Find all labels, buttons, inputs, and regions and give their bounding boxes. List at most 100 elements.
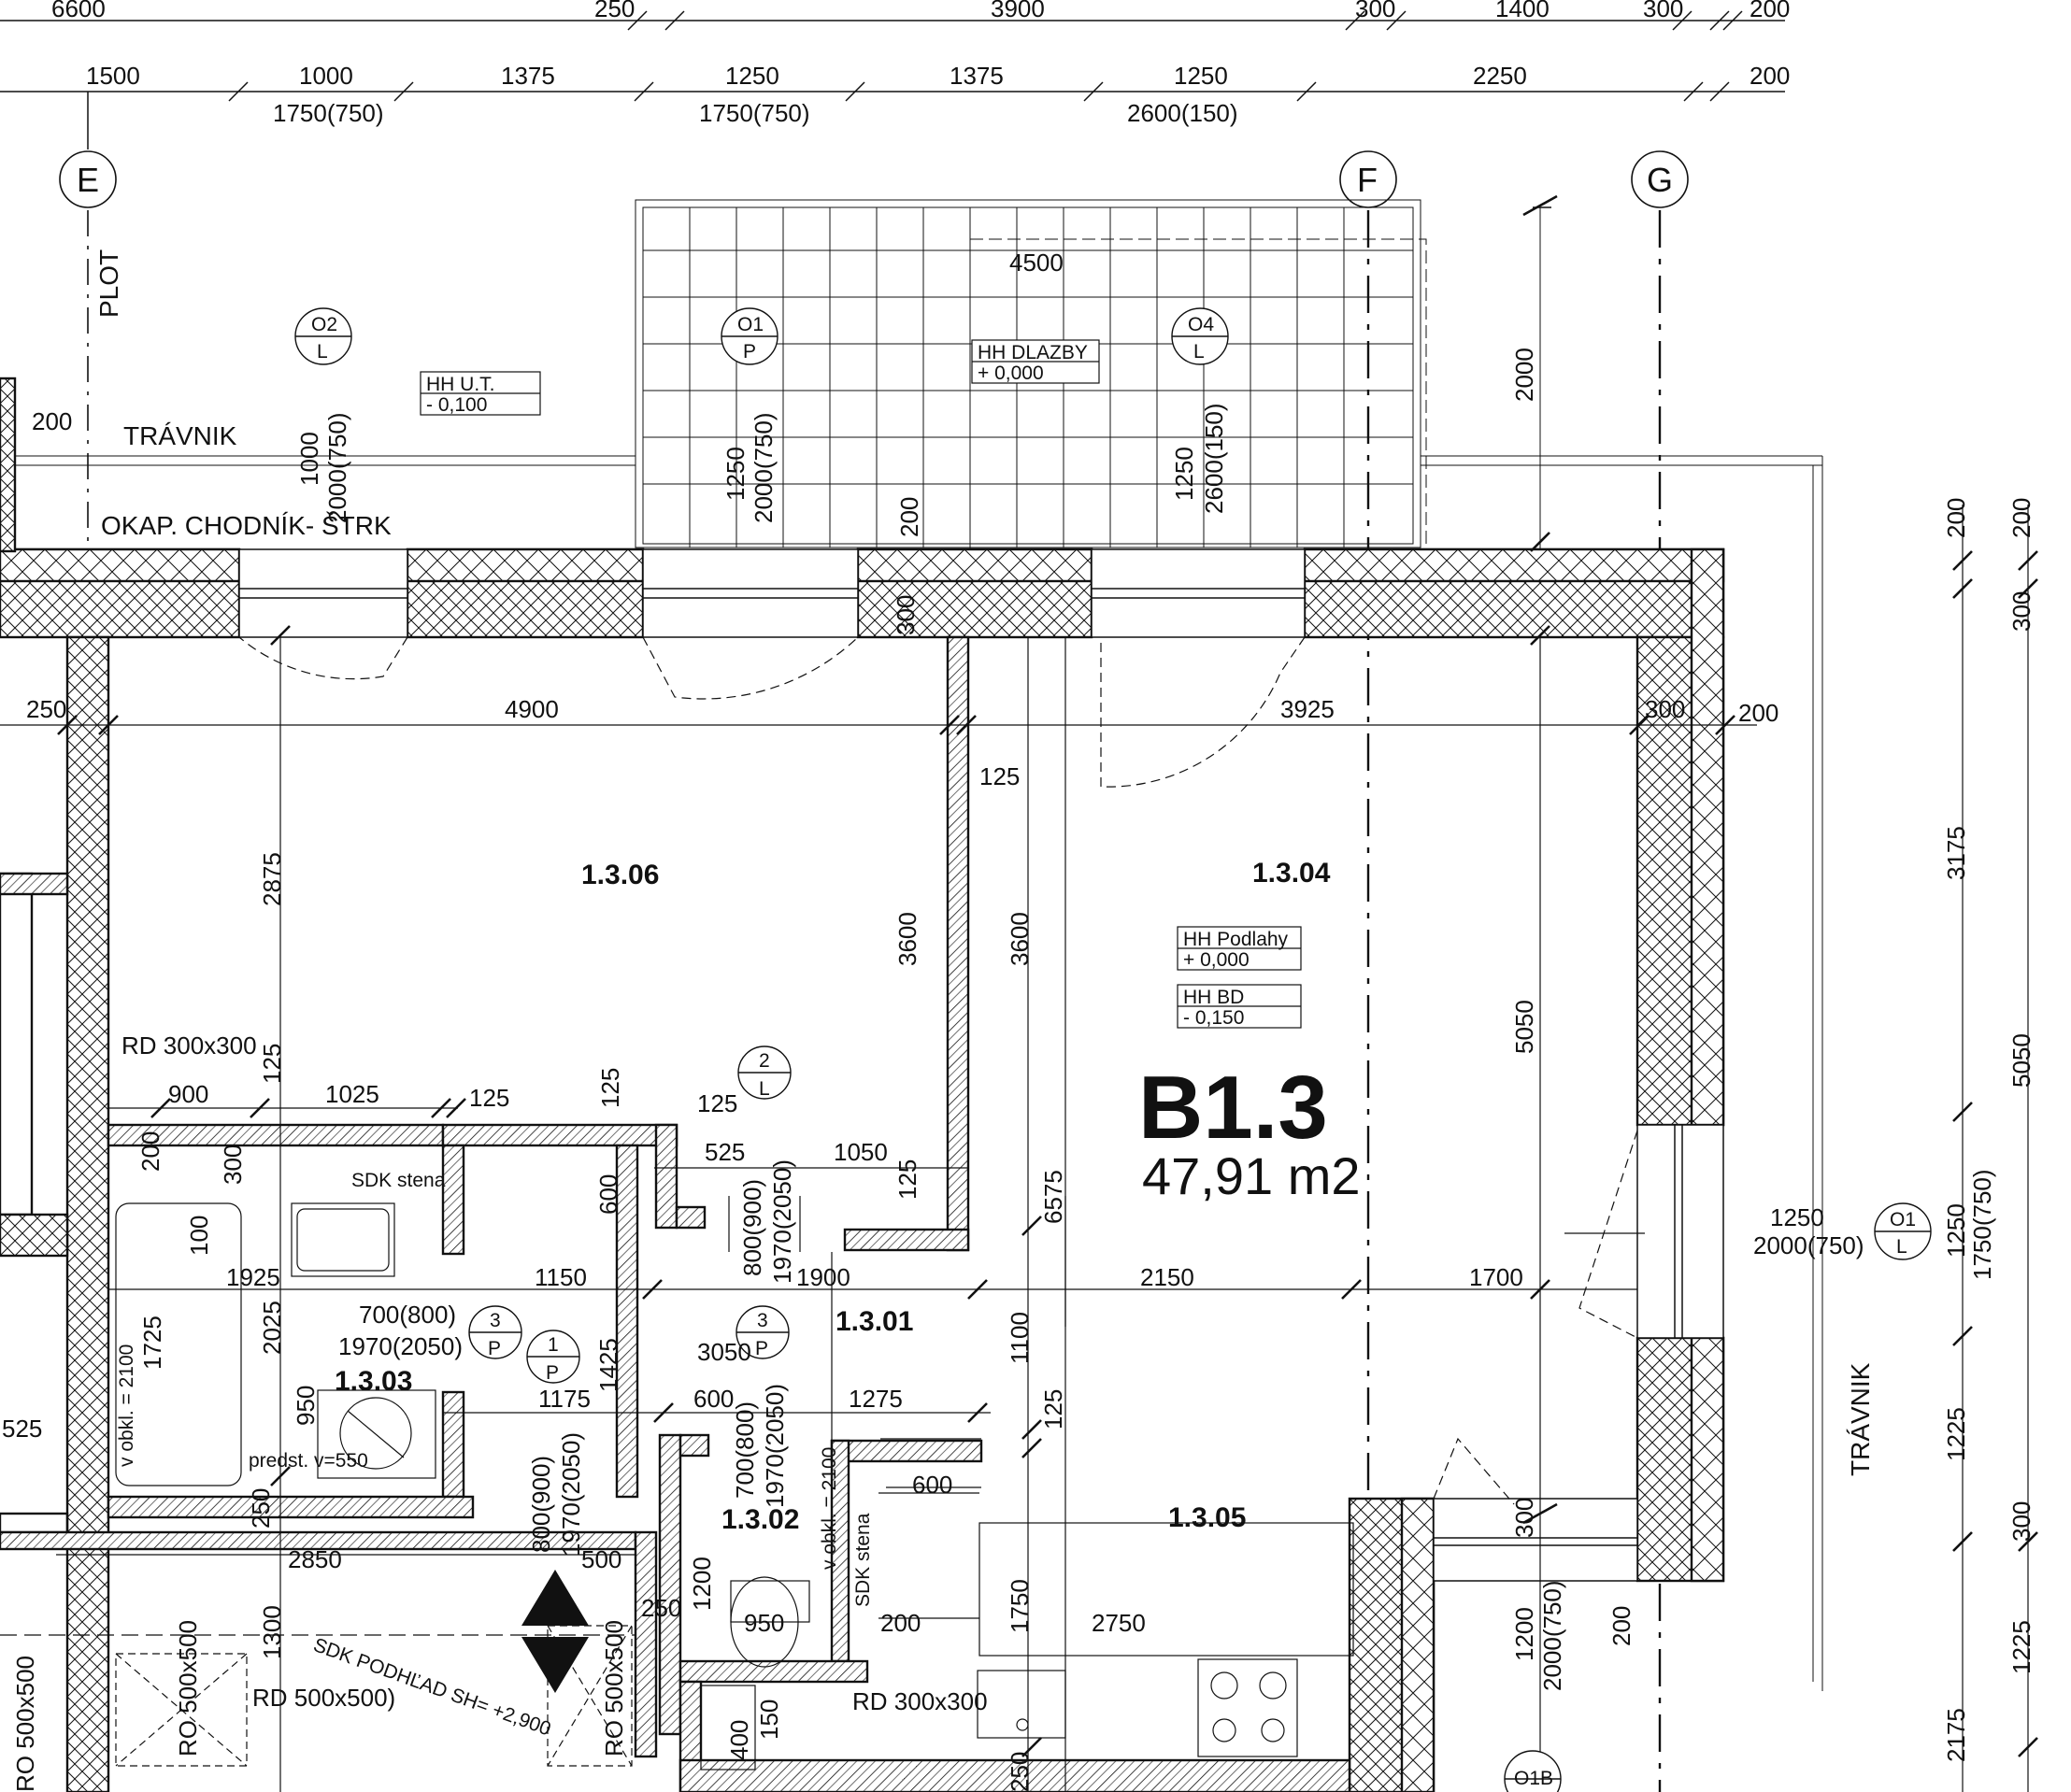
dim-text: 1200 [688,1557,716,1611]
opening-code: 2 [759,1050,770,1072]
dim-text: 700(800) [359,1301,456,1329]
room-number: 1.3.01 [836,1306,913,1337]
room-number: 1.3.03 [335,1366,412,1397]
plot-label: PLOT [94,249,123,318]
dim-text: 300 [1645,695,1685,723]
dim-text: 1250 [1174,62,1228,90]
dim-text: 1900 [796,1263,850,1291]
top-dimension-chains [0,10,1785,149]
room-labels: 1.3.06 1.3.04 1.3.01 1.3.03 1.3.02 1.3.0… [335,858,1331,1535]
tiling-height-label-2: v obkl. = 2100 [819,1447,840,1570]
dim-text: 300 [1355,0,1395,22]
dim-text: 1175 [538,1385,591,1413]
unit-area: 47,91 m2 [1142,1146,1361,1205]
dim-text: 3600 [893,912,921,966]
windows [238,548,1724,1582]
dim-text: 1750(750) [273,99,384,127]
vent-label-3: RO 500x500 [600,1620,628,1756]
dim-text: 6575 [1039,1170,1067,1224]
dim-text: 250 [641,1594,681,1622]
room-number: 1.3.04 [1252,858,1331,889]
level-name: HH Podlahy [1183,929,1289,950]
dim-text: 1000 [299,62,353,90]
dim-text: 1970(2050) [557,1432,585,1557]
dim-text: 1970(2050) [768,1159,796,1284]
vent-label-2: RO 500x500 [174,1620,202,1756]
dim-text: 200 [1738,699,1778,727]
dim-text: 2000(750) [1538,1580,1566,1691]
dim-text: 1250 [721,447,750,501]
inspection-hatch-label: RD 300x300 [121,1031,257,1060]
dim-text: 3600 [1006,912,1034,966]
opening-code: O1B [1514,1768,1553,1789]
opening-side: P [755,1338,768,1359]
dim-text: 1250 [1942,1203,1970,1258]
dim-text: 150 [755,1700,783,1740]
opening-code: 3 [757,1310,768,1331]
dim-text: 300 [219,1145,247,1185]
interior-dimension-lines [0,505,2029,1792]
fixtures [0,1202,1354,1771]
dim-text: 950 [744,1609,784,1637]
level-name: HH U.T. [426,374,495,395]
dim-text: 1300 [258,1605,286,1659]
opening-tags [294,307,1932,1792]
dim-text: 3050 [697,1338,751,1366]
dim-text: 1275 [849,1385,903,1413]
dim-text: 1200 [1510,1607,1538,1661]
dim-text: 125 [596,1068,624,1108]
dim-text: 100 [185,1216,213,1256]
dim-text: 300 [1510,1498,1538,1538]
opening-code: O1 [1890,1209,1916,1230]
dim-text: 2600(150) [1127,99,1238,127]
dim-text: 4900 [505,695,559,723]
dim-text: 250 [594,0,635,22]
dim-text: 1425 [594,1338,622,1392]
dim-text: 200 [1750,62,1790,90]
dim-text: 2025 [258,1301,286,1355]
axis-label-e: E [77,161,99,199]
dim-text: 800(900) [527,1456,555,1553]
dim-text: 1750 [1006,1579,1034,1633]
dim-text: 1025 [325,1080,379,1108]
dim-text: 1375 [501,62,555,90]
dim-text: 600 [594,1174,622,1215]
dim-text: 2250 [1473,62,1527,90]
unit-code: B1.3 [1138,1058,1328,1158]
dim-text: 2600(150) [1200,403,1228,514]
dim-text: 200 [2007,498,2035,538]
tiling-height-label: v obkl. = 2100 [116,1344,137,1467]
grid-axis-labels: E F G [77,161,1673,199]
dim-text: 200 [880,1609,921,1637]
dim-text: 1700 [1469,1263,1523,1291]
door-swings [238,636,1638,1505]
dim-text: 200 [1942,498,1970,538]
terrace-tiling [0,199,1823,1700]
dim-text: 1500 [86,62,140,90]
dim-text: 300 [1643,0,1683,22]
dim-text: 125 [258,1044,286,1084]
dim-text: 2875 [258,852,286,906]
dim-text: 125 [979,762,1020,790]
dim-text: 3900 [991,0,1045,22]
dim-text: 1725 [138,1316,166,1370]
dim-text: 2850 [288,1545,342,1573]
opening-side: L [759,1078,770,1100]
dim-text: 300 [2007,1501,2035,1542]
gravel-path-label: OKAP. CHODNÍK- ŠTRK [101,511,392,540]
dim-text: 3925 [1280,695,1335,723]
top-dimension-texts: 6600 250 3900 300 1400 300 200 1500 1000… [51,0,1790,127]
lawn-label-right: TRÁVNIK [1846,1362,1875,1476]
dim-text: 5050 [2007,1033,2035,1088]
vent-label: RO 500x500 [11,1656,39,1792]
level-value: + 0,000 [978,363,1044,384]
dim-text: 2000(750) [1753,1231,1864,1259]
dim-text: 1750(750) [699,99,810,127]
dim-text: 1100 [1006,1312,1034,1364]
dim-text: 200 [136,1131,164,1172]
dim-text: 1970(2050) [338,1332,463,1360]
dim-text: 700(800) [731,1401,759,1499]
dim-text: 125 [1039,1389,1067,1429]
tick-marks [57,194,2038,1757]
